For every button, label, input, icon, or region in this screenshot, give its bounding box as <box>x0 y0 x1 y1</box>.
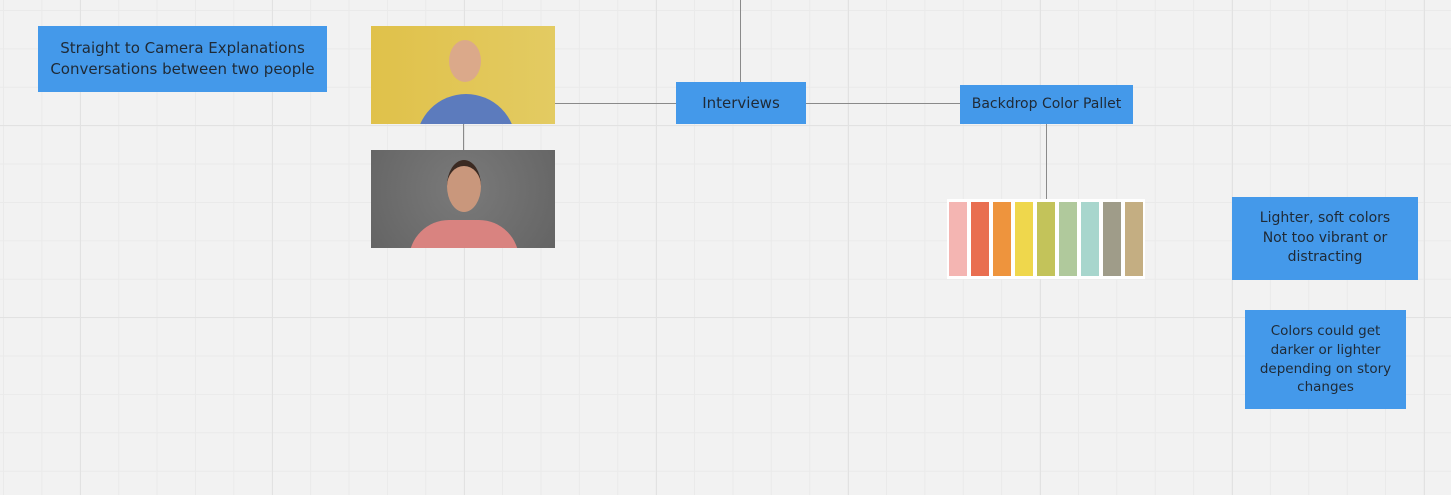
color-swatch <box>993 202 1011 276</box>
note-colors-darker-lighter[interactable]: Colors could get darker or lighter depen… <box>1245 310 1406 409</box>
person-head <box>447 160 481 212</box>
note-text: darker or lighter <box>1270 341 1381 358</box>
note-camera-explanations[interactable]: Straight to Camera Explanations Conversa… <box>38 26 327 92</box>
photo-man-yellow-backdrop[interactable] <box>371 26 555 124</box>
person-body <box>416 94 516 124</box>
connector-line <box>463 124 464 150</box>
color-swatch <box>1015 202 1033 276</box>
connector-line <box>806 103 960 104</box>
note-text: depending on story <box>1259 360 1392 377</box>
note-text: Colors could get <box>1270 322 1381 339</box>
person-head <box>449 40 481 82</box>
color-swatch <box>1059 202 1077 276</box>
connector-line <box>1046 124 1047 200</box>
color-swatch <box>1103 202 1121 276</box>
note-text: Straight to Camera Explanations <box>60 39 305 57</box>
photo-man-gray-backdrop[interactable] <box>371 150 555 248</box>
connector-line <box>555 103 676 104</box>
note-text: Lighter, soft colors <box>1259 210 1391 227</box>
person-body <box>409 220 519 248</box>
color-swatch <box>949 202 967 276</box>
color-swatch <box>1037 202 1055 276</box>
note-text: distracting <box>1287 249 1363 266</box>
connector-line <box>740 0 741 82</box>
note-text: Not too vibrant or <box>1262 229 1388 246</box>
note-soft-colors[interactable]: Lighter, soft colors Not too vibrant or … <box>1232 197 1418 280</box>
color-swatch <box>1125 202 1143 276</box>
color-swatch <box>1081 202 1099 276</box>
note-text: Conversations between two people <box>50 60 315 78</box>
color-swatch <box>971 202 989 276</box>
note-interviews[interactable]: Interviews <box>676 82 806 124</box>
note-backdrop-color-pallet[interactable]: Backdrop Color Pallet <box>960 85 1133 124</box>
note-text: changes <box>1297 379 1354 396</box>
